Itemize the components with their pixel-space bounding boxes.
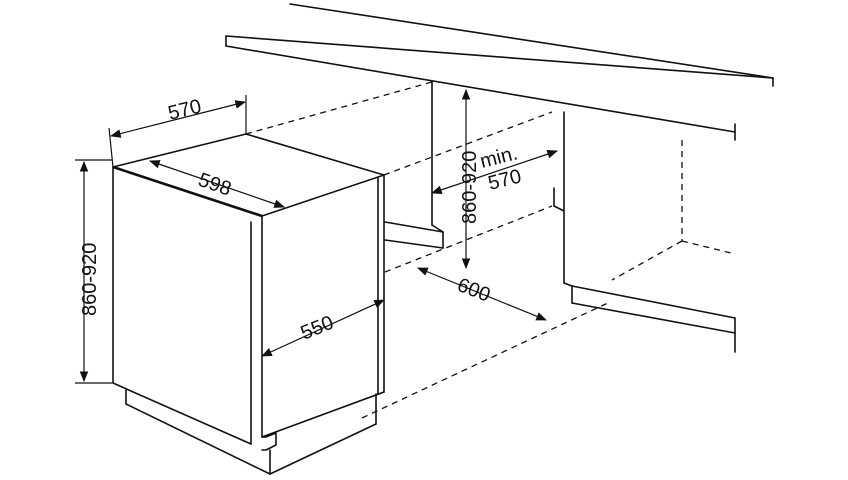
label-860-920-left: 860-920 bbox=[79, 243, 101, 316]
dimension-inner-depth: 550 bbox=[261, 299, 385, 357]
niche-outline bbox=[245, 81, 611, 419]
label-860-920-niche: 860-920 bbox=[459, 151, 481, 224]
dimension-height-left: 860-920 bbox=[75, 159, 112, 384]
left-back-cabinet bbox=[384, 81, 444, 249]
dimension-depth-top: 570 bbox=[108, 95, 247, 168]
dimension-niche-height: 860-920 bbox=[459, 88, 481, 270]
dishwasher bbox=[112, 133, 385, 475]
label-550: 550 bbox=[298, 312, 337, 345]
right-cabinet bbox=[553, 111, 736, 353]
label-600: 600 bbox=[454, 274, 493, 306]
dimension-niche-depth: 600 bbox=[416, 267, 548, 321]
countertop bbox=[225, 3, 774, 141]
label-570-top: 570 bbox=[166, 95, 204, 124]
